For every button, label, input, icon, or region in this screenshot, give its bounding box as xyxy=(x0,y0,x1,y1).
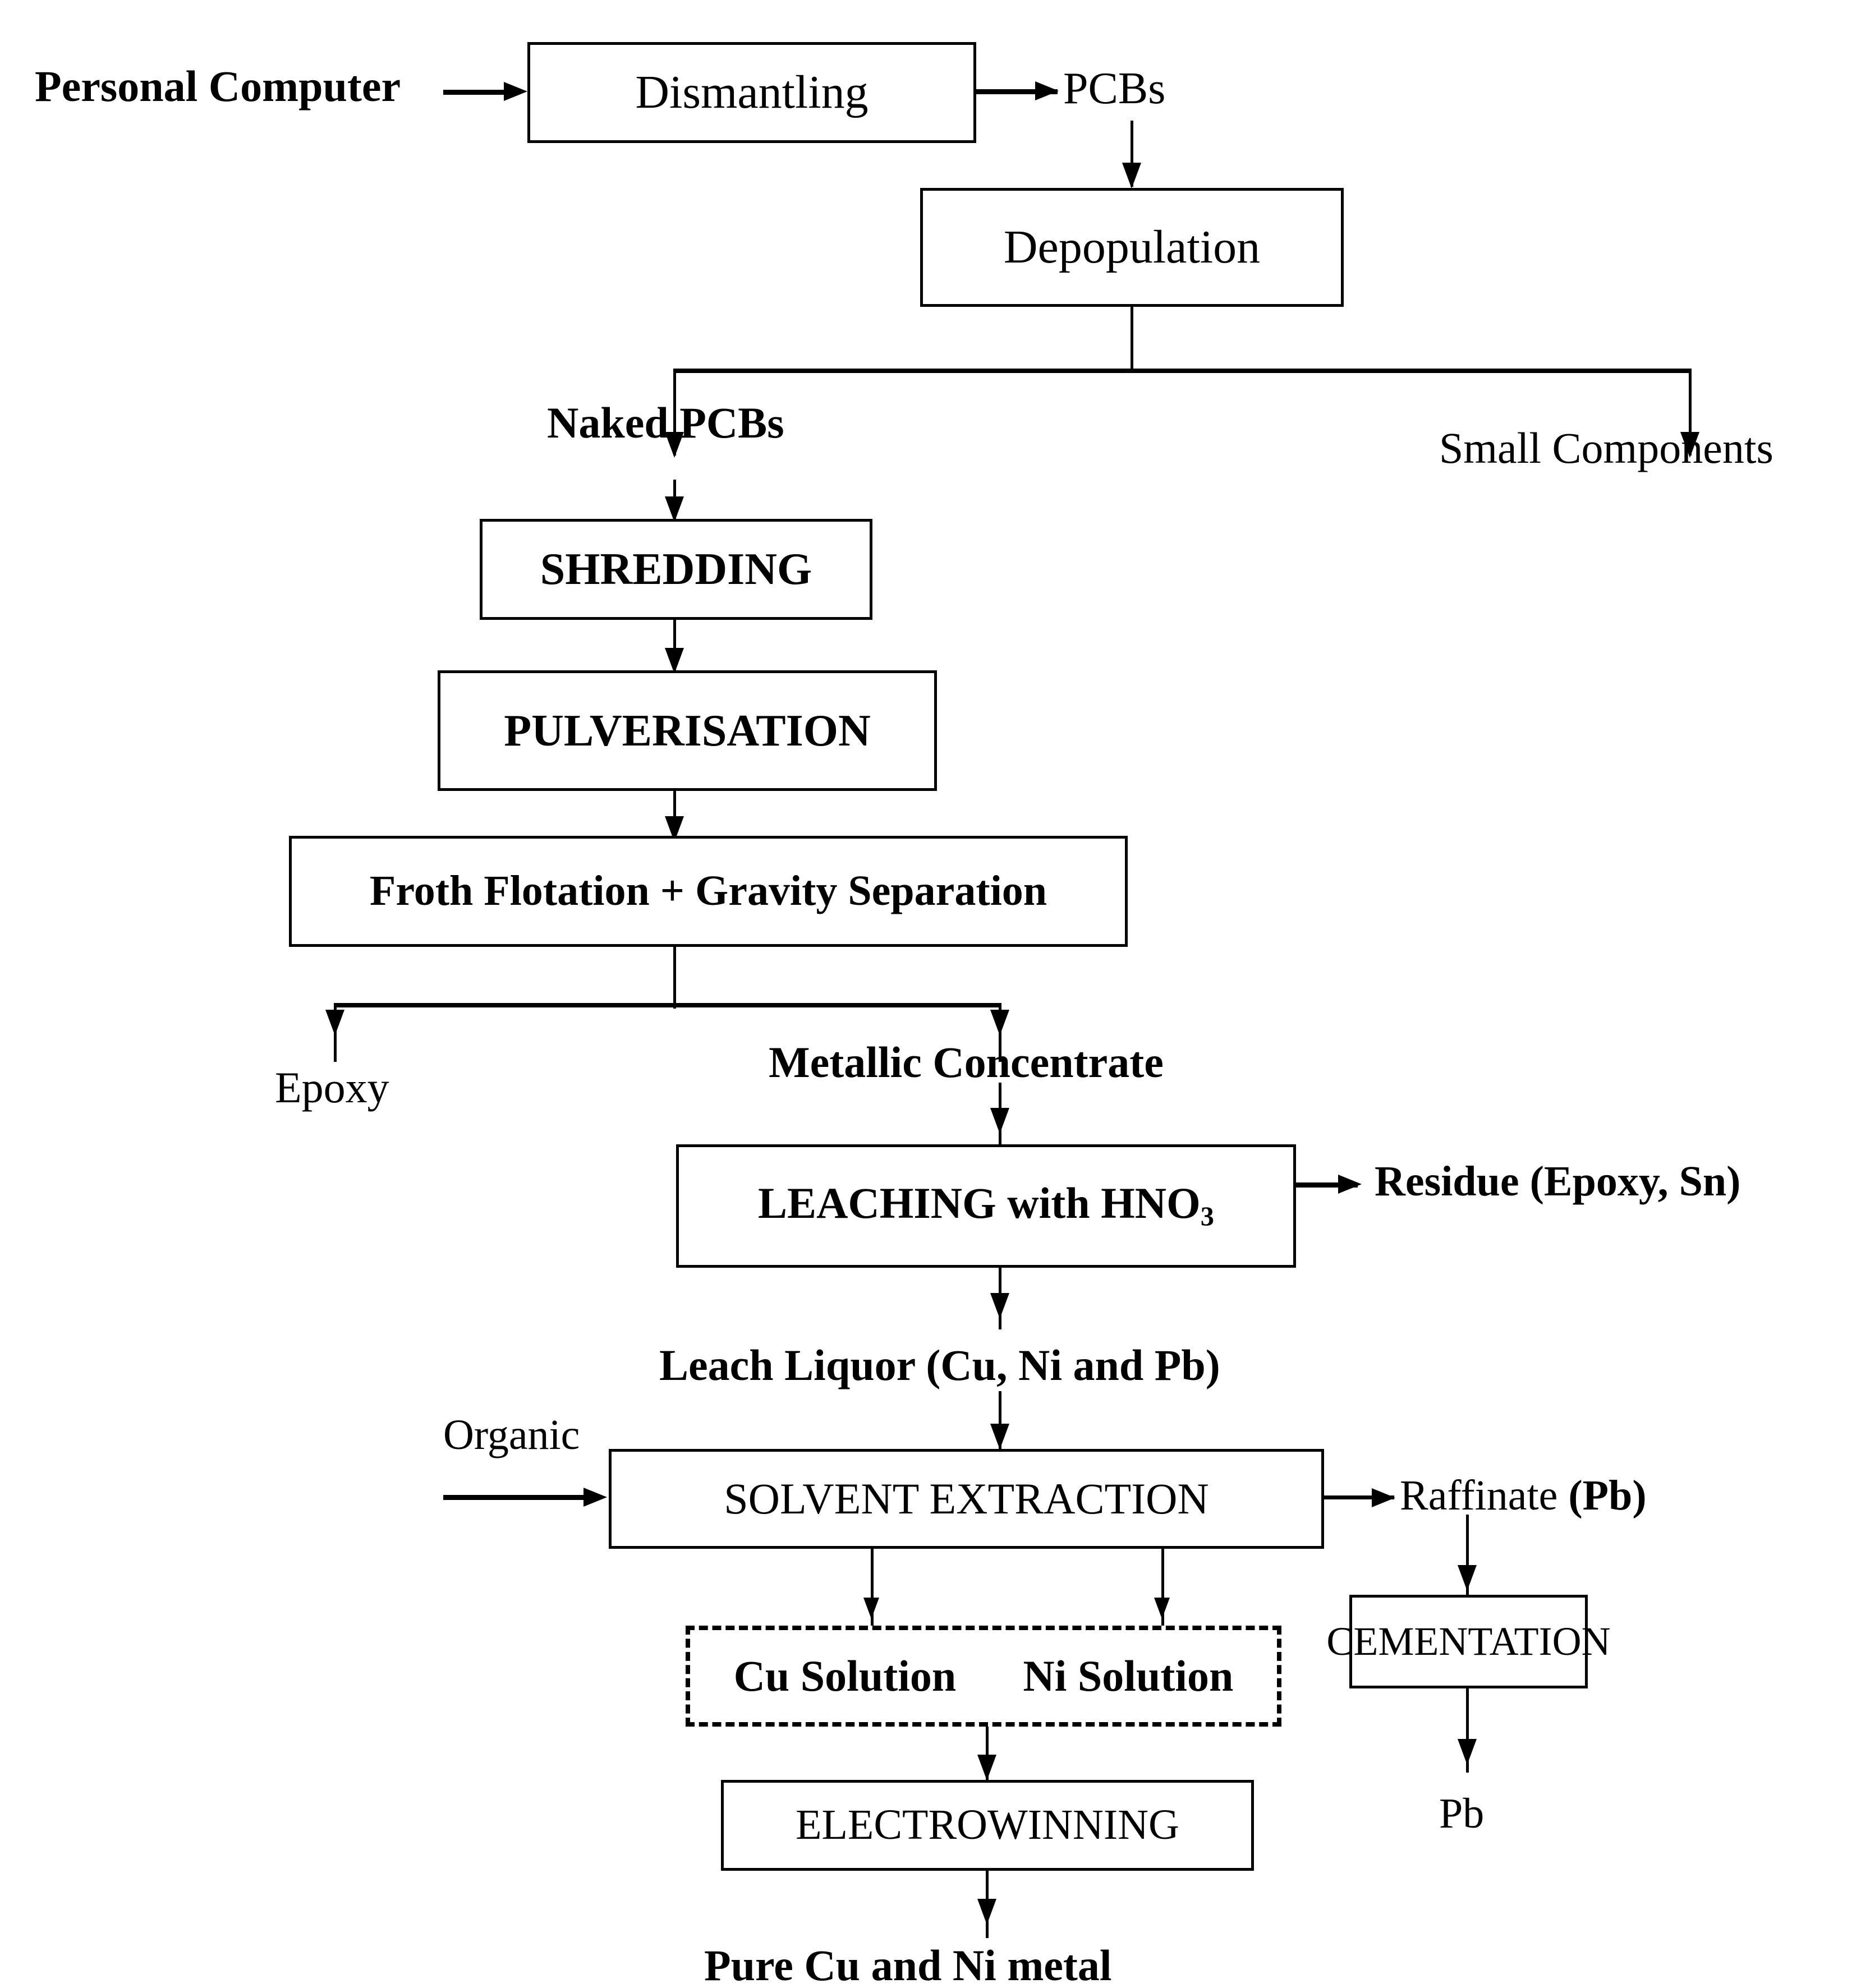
label-small-components: Small Components xyxy=(1439,424,1773,472)
arrowhead-down-icon xyxy=(665,496,684,522)
connector-pc-to-dismantling xyxy=(443,90,508,95)
box-shredding-label: SHREDDING xyxy=(540,545,812,594)
connector-liquor-to-solvent-extraction xyxy=(999,1391,1001,1456)
connector-cementation-to-pb xyxy=(1466,1688,1469,1773)
label-leach-liquor: Leach Liquor (Cu, Ni and Pb) xyxy=(659,1341,1220,1389)
connector-pcbs-to-depopulation xyxy=(1131,121,1133,187)
arrowhead-down-icon xyxy=(990,1424,1009,1449)
connector-depopulation-stem xyxy=(1131,307,1133,371)
box-electrowinning[interactable]: ELECTROWINNING xyxy=(721,1780,1254,1871)
arrowhead-down-icon xyxy=(1458,1739,1477,1765)
arrowhead-down-icon xyxy=(990,1010,1009,1036)
connector-leaching-to-residue xyxy=(1296,1182,1358,1188)
arrowhead-down-icon xyxy=(977,1899,996,1925)
label-organic: Organic xyxy=(443,1411,580,1458)
box-leaching-label: LEACHING with HNO3 xyxy=(758,1179,1214,1232)
box-shredding[interactable]: SHREDDING xyxy=(480,519,872,620)
group-solutions: Cu Solution Ni Solution xyxy=(686,1626,1281,1727)
box-froth-flotation[interactable]: Froth Flotation + Gravity Separation xyxy=(289,836,1128,947)
box-depopulation-label: Depopulation xyxy=(1003,220,1261,273)
label-naked-pcbs: Naked PCBs xyxy=(547,398,784,447)
label-metallic-concentrate: Metallic Concentrate xyxy=(769,1038,1164,1087)
box-froth-flotation-label: Froth Flotation + Gravity Separation xyxy=(369,867,1047,915)
label-epoxy: Epoxy xyxy=(275,1063,389,1112)
label-pure-metal: Pure Cu and Ni metal xyxy=(704,1941,1112,1988)
box-solvent-extraction[interactable]: SOLVENT EXTRACTION xyxy=(609,1449,1324,1549)
arrowhead-down-icon xyxy=(1458,1565,1477,1591)
box-dismantling-label: Dismantling xyxy=(635,66,869,118)
connector-organic-to-solvent-extraction xyxy=(443,1495,586,1500)
label-cu-solution: Cu Solution xyxy=(733,1651,957,1701)
arrowhead-right-icon xyxy=(1338,1175,1362,1194)
box-cementation[interactable]: CEMENTATION xyxy=(1326,1595,1611,1688)
connector-solvent-to-cu-solution xyxy=(871,1549,874,1627)
arrowhead-down-icon xyxy=(863,1598,879,1619)
label-pcbs: PCBs xyxy=(1063,64,1166,113)
arrowhead-right-icon xyxy=(1372,1488,1395,1507)
label-raffinate-species: (Pb) xyxy=(1568,1472,1647,1519)
arrowhead-down-icon xyxy=(665,432,684,458)
arrowhead-down-icon xyxy=(990,1293,1009,1319)
box-cementation-label: CEMENTATION xyxy=(1326,1618,1611,1664)
box-electrowinning-label: ELECTROWINNING xyxy=(796,1801,1179,1849)
connector-depopulation-split xyxy=(673,369,1692,373)
arrowhead-down-icon xyxy=(990,1108,1009,1134)
connector-flotation-split xyxy=(334,1003,1001,1007)
arrowhead-right-icon xyxy=(1035,81,1059,100)
connector-to-naked-pcbs xyxy=(673,369,676,455)
arrowhead-down-icon xyxy=(1154,1598,1170,1619)
label-residue: Residue (Epoxy, Sn) xyxy=(1375,1158,1741,1205)
arrowhead-right-icon xyxy=(504,82,527,101)
box-depopulation[interactable]: Depopulation xyxy=(920,188,1344,307)
box-solvent-extraction-label: SOLVENT EXTRACTION xyxy=(724,1474,1209,1524)
label-personal-computer: Personal Computer xyxy=(35,62,401,111)
arrowhead-down-icon xyxy=(325,1010,344,1036)
box-pulverisation-label: PULVERISATION xyxy=(504,706,871,756)
connector-to-small-components xyxy=(1689,369,1692,455)
arrowhead-down-icon xyxy=(665,648,684,674)
connector-raffinate-to-cementation xyxy=(1466,1515,1469,1599)
box-leaching[interactable]: LEACHING with HNO3 xyxy=(676,1144,1296,1268)
box-dismantling[interactable]: Dismantling xyxy=(527,42,976,143)
box-pulverisation[interactable]: PULVERISATION xyxy=(438,670,937,791)
arrowhead-down-icon xyxy=(1122,163,1141,188)
arrowhead-down-icon xyxy=(1680,432,1699,458)
arrowhead-right-icon xyxy=(583,1488,607,1507)
label-pb: Pb xyxy=(1439,1790,1485,1837)
label-raffinate: Raffinate (Pb) xyxy=(1400,1472,1647,1519)
connector-dismantling-to-pcbs xyxy=(976,89,1058,94)
connector-solvent-to-raffinate xyxy=(1324,1495,1394,1499)
label-ni-solution: Ni Solution xyxy=(1023,1651,1234,1701)
arrowhead-down-icon xyxy=(977,1755,996,1780)
subscript-3: 3 xyxy=(1200,1202,1214,1232)
connector-flotation-stem xyxy=(673,947,676,1009)
connector-solvent-to-ni-solution xyxy=(1161,1549,1164,1627)
